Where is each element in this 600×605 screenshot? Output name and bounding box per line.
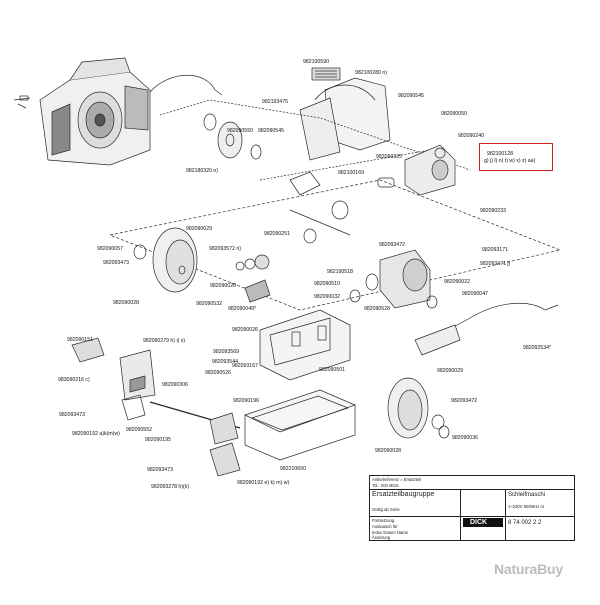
part-label: 982090026 xyxy=(232,327,258,333)
part-label: 982093544 xyxy=(212,359,238,365)
part-label: 982093473 xyxy=(147,467,173,473)
part-label: 982090501 xyxy=(319,367,345,373)
part-label: 982090526 xyxy=(205,370,231,376)
part-label: 982092534* xyxy=(523,345,551,351)
part-label: 982090325 xyxy=(376,154,402,160)
part-label: 982090192 e) k) m) w) xyxy=(237,480,290,486)
title-block-ref: Artikelreferenz = Ersatzteil xyxy=(372,477,421,482)
title-block-name: Schleifmaschi xyxy=(508,492,546,498)
part-label: 982180320 n) xyxy=(186,168,219,174)
part-label: 982100280 n) xyxy=(355,70,388,76)
title-block-number: 8 74 002 2 2 xyxy=(508,520,542,526)
drive-unit xyxy=(377,144,456,196)
part-label: 982093572 n) xyxy=(209,246,242,252)
part-label: 982090532 xyxy=(196,301,222,307)
part-label: 982100590 xyxy=(303,59,329,65)
part-label: 982090195 xyxy=(145,437,171,443)
left-lever-assembly xyxy=(71,337,241,477)
tray xyxy=(244,389,356,461)
part-label: 982190518 xyxy=(327,269,353,275)
part-label: 982090552 xyxy=(126,427,152,433)
part-label: 982090306 xyxy=(162,382,188,388)
title-block-row-3: Index Datum Name xyxy=(372,530,409,535)
part-label: 982090510 xyxy=(314,281,340,287)
part-label: 982090029 xyxy=(186,226,212,232)
part-label: 982090233 xyxy=(480,208,506,214)
part-label: 982090020 xyxy=(210,283,236,289)
part-label: 982093278 h)(k) xyxy=(151,484,190,490)
title-block-row-1: Fortsetzung xyxy=(372,518,395,523)
center-housing xyxy=(259,309,351,381)
title-block-row-2: Austausch für xyxy=(372,524,398,529)
highlight-box xyxy=(479,143,553,171)
part-label: 982090545 xyxy=(258,128,284,134)
part-label: 982093471 j) xyxy=(480,261,511,267)
part-label: 982090196 xyxy=(233,398,259,404)
part-label: 982093569 xyxy=(213,349,239,355)
title-block-row-0: Gültig ab Serie xyxy=(372,507,400,512)
title-block-brand: DICK xyxy=(470,519,488,526)
title-block-tol: Tol.: ISO 8015 xyxy=(372,483,399,488)
gear-set xyxy=(235,254,271,303)
part-label: 982090032 xyxy=(314,294,340,300)
motor xyxy=(349,249,438,309)
part-label: 983090216 c) xyxy=(58,377,90,383)
part-label: 982193475 xyxy=(262,99,288,105)
upper-housing xyxy=(299,67,391,161)
grinding-wheel-left xyxy=(133,227,198,293)
part-label: 982093167 xyxy=(232,363,258,369)
power-cord xyxy=(414,302,559,356)
part-label: 982093472 xyxy=(451,398,477,404)
part-label: 982090057 xyxy=(97,246,123,252)
part-label: 982090050 xyxy=(441,111,467,117)
part-label: 982090279 h) i) x) xyxy=(143,338,186,344)
part-label: 982090049* xyxy=(228,306,256,312)
assembled-machine-thumbnail xyxy=(13,57,223,166)
part-label: 982093472 xyxy=(379,242,405,248)
grinding-wheel-right xyxy=(387,377,450,439)
title-block: Artikelreferenz = Ersatzteil Tol.: ISO 8… xyxy=(369,475,575,541)
part-label: 982090151 xyxy=(67,337,93,343)
part-label: 982090028 xyxy=(113,300,139,306)
part-label: 982093473 xyxy=(59,412,85,418)
part-label: 982100128 xyxy=(487,151,513,157)
part-label: 982090036 xyxy=(452,435,478,441)
part-label: 982090528 xyxy=(364,306,390,312)
part-label: 982090545 xyxy=(398,93,424,99)
part-label: 982090192 a)k(m(w) xyxy=(72,431,120,437)
part-label: 982090550 xyxy=(227,128,253,134)
watermark-logo: NaturaBuy xyxy=(494,561,563,577)
part-label: 982090251 xyxy=(264,231,290,237)
part-label: 982210650 xyxy=(280,466,306,472)
linkage xyxy=(289,171,351,244)
part-label: 982090047 xyxy=(462,291,488,297)
grinding-wheel-upper xyxy=(203,113,262,160)
part-label: 982093473 xyxy=(103,260,129,266)
part-label: 982090022 xyxy=(444,279,470,285)
title-block-row-4: Änderung xyxy=(372,535,391,540)
part-label: 982090240 xyxy=(458,133,484,139)
title-block-heading: Ersatzteilbaugruppe xyxy=(372,491,435,498)
part-label: 982090029 xyxy=(437,368,463,374)
part-label: 982090028 xyxy=(375,448,401,454)
part-label: g) j) l) n) t) w) x) z) aa) xyxy=(484,158,536,164)
part-label: 982093171 xyxy=(482,247,508,253)
title-block-spec: 1~230V 50/60Hz ro xyxy=(508,504,545,509)
part-label: 982100169 xyxy=(338,170,364,176)
